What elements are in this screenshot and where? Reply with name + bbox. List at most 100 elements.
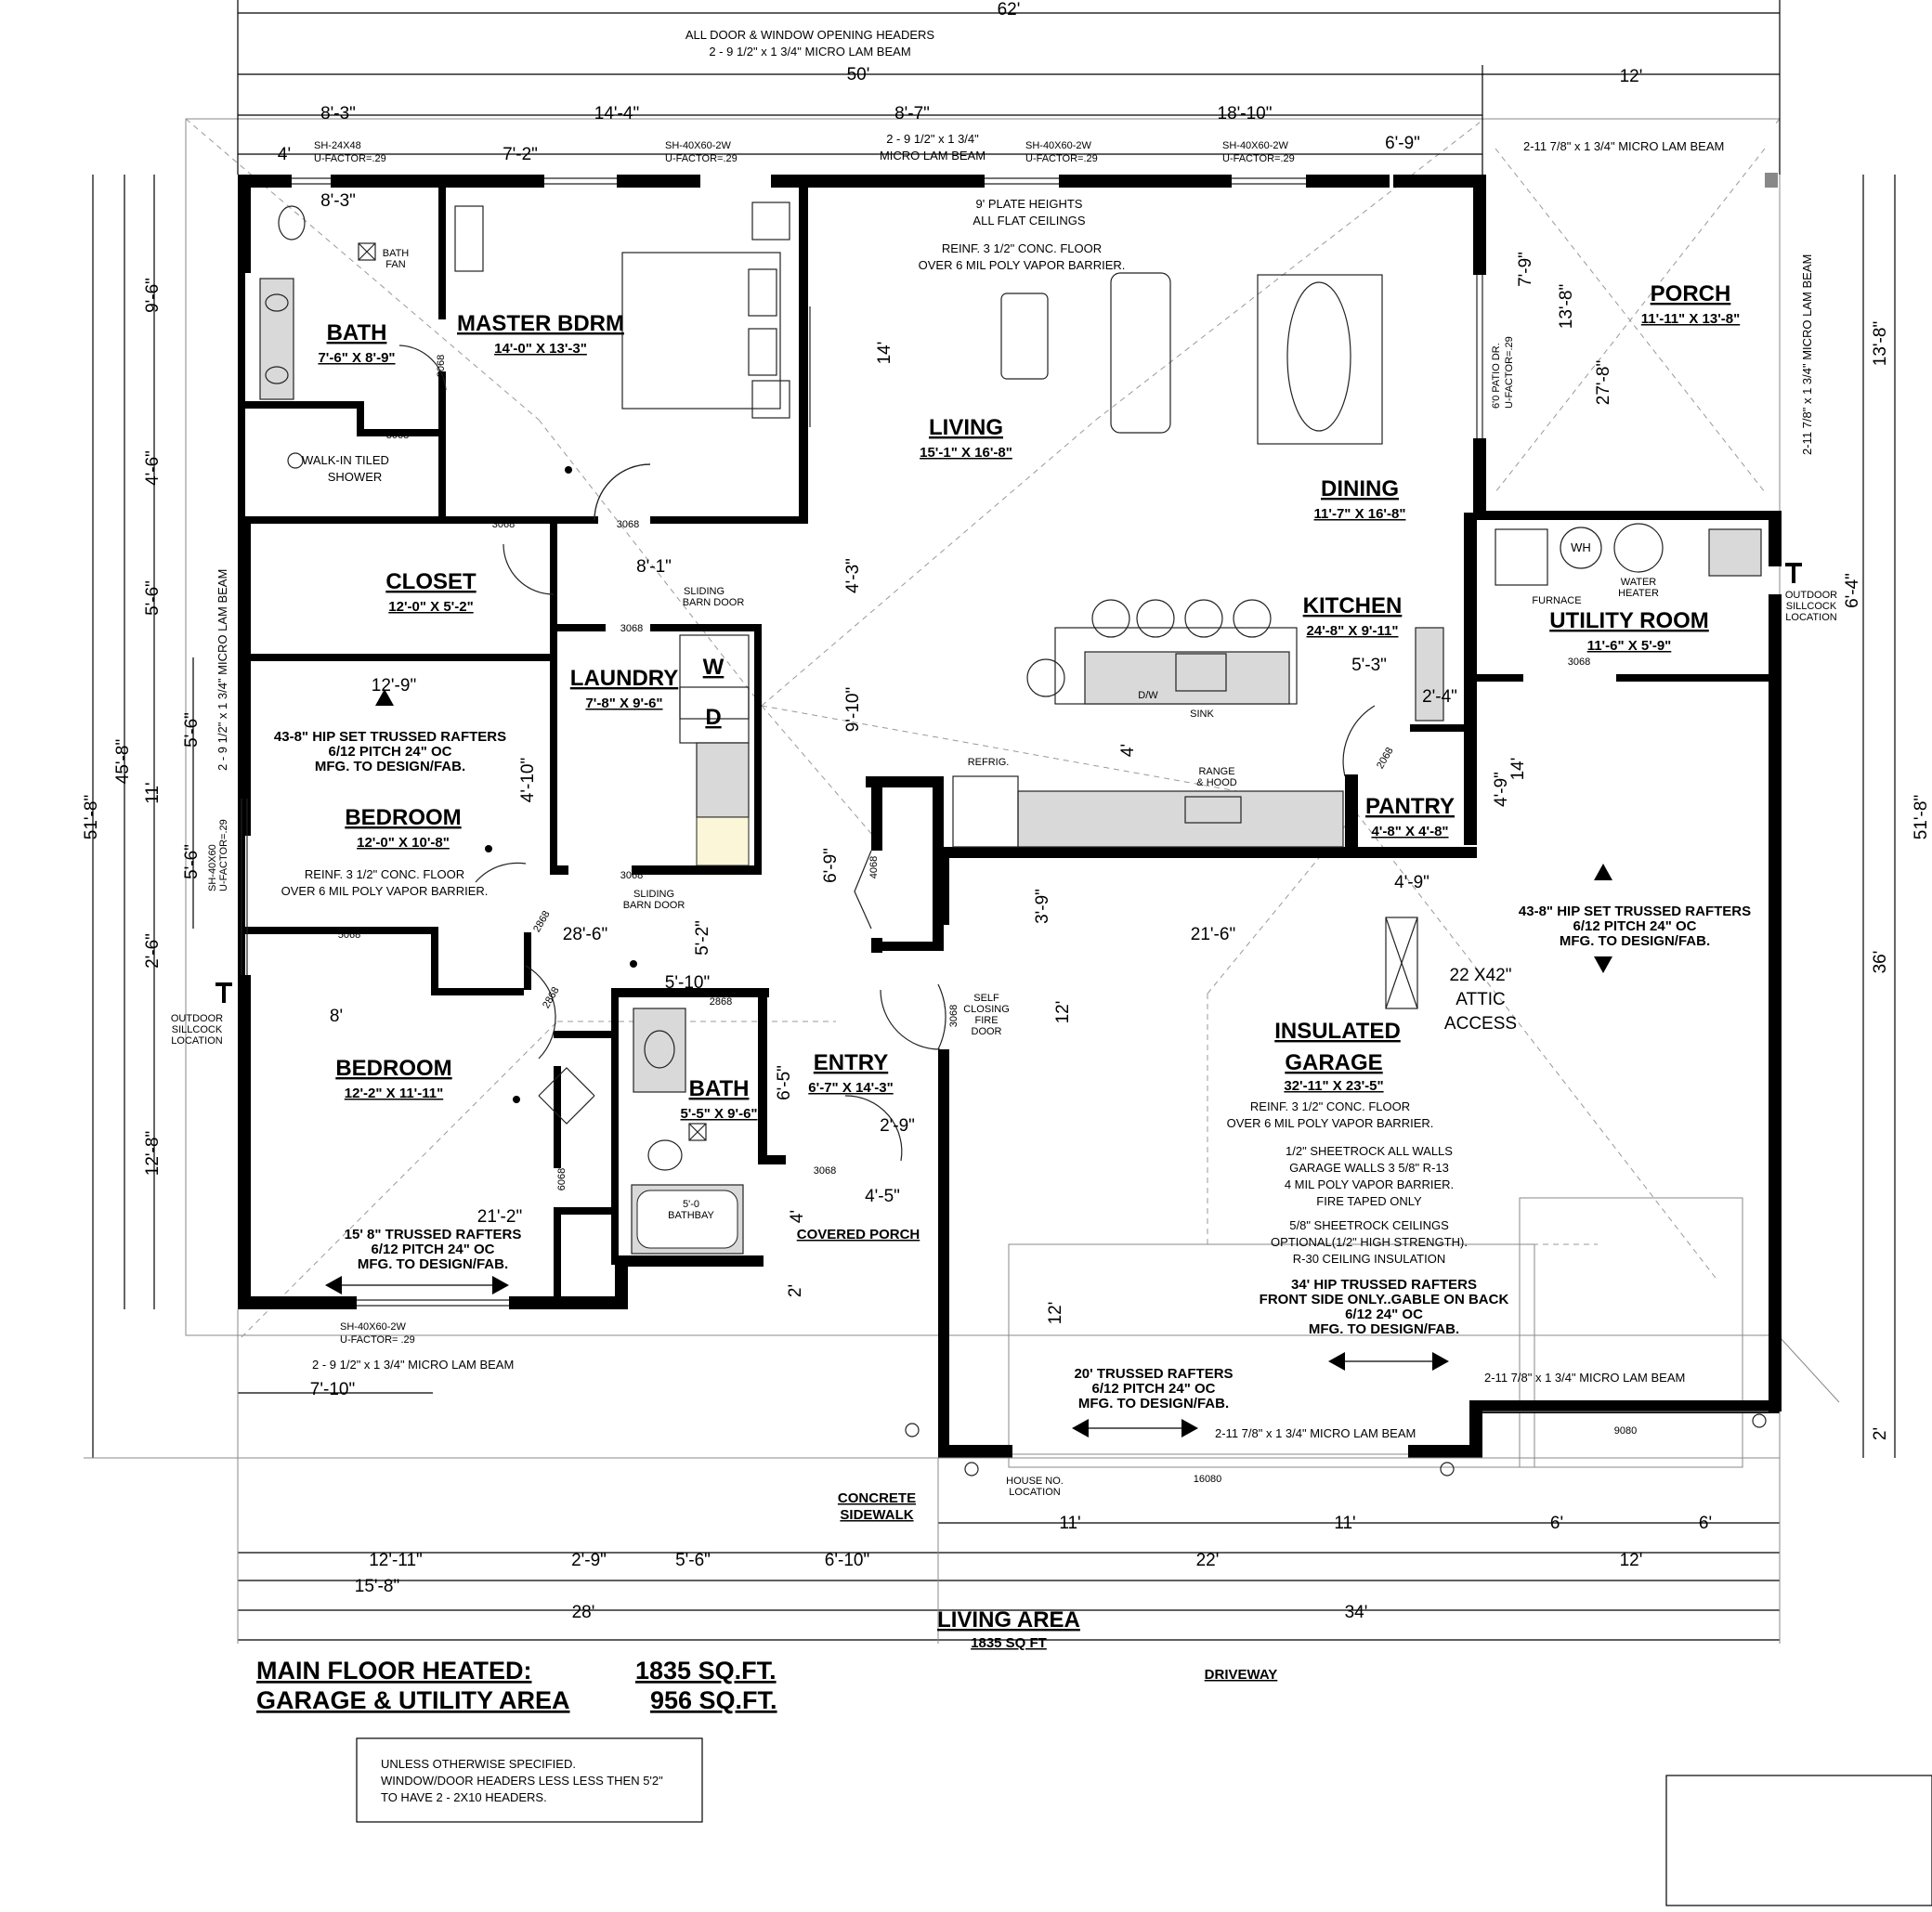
dim-left: 2'-6"	[143, 933, 163, 969]
dim-house-width: 50'	[847, 65, 870, 85]
note-hip-right: 6/12 PITCH 24" OC	[1573, 918, 1697, 934]
note-attic: 22 X42"	[1450, 966, 1512, 985]
note-fire-door: FIRE	[974, 1015, 998, 1026]
patio-door-label: U-FACTOR=.29	[1504, 336, 1515, 409]
dim-interior: 8'-1"	[636, 557, 672, 577]
room-size: 7'-8" X 9'-6"	[585, 696, 662, 711]
note-bathbay: 5'-0	[683, 1199, 699, 1210]
dim-left: 4'-6"	[143, 450, 163, 486]
note-bathbay: BATHBAY	[668, 1210, 714, 1221]
door-code: 5068	[338, 930, 360, 941]
dim-right: 36'	[1871, 951, 1890, 974]
door-code: 3068	[814, 1165, 836, 1177]
left-beam-vertical: 2 - 9 1/2" x 1 3/4" MICRO LAM BEAM	[215, 569, 229, 771]
summary-heated-label: MAIN FLOOR HEATED:	[256, 1657, 531, 1684]
note-furnace: FURNACE	[1532, 595, 1581, 606]
dim-interior: 6'-5"	[775, 1065, 794, 1100]
dim-interior: 4'-9"	[1492, 772, 1511, 807]
dim-left: 5'-6"	[182, 844, 202, 879]
dim-top: 8'-3"	[320, 104, 356, 124]
beam-label: MICRO LAM BEAM	[880, 149, 986, 163]
note-sidewalk: SIDEWALK	[840, 1507, 913, 1523]
dim-bottom: 6'	[1550, 1514, 1563, 1533]
note-hip-34: FRONT SIDE ONLY..GABLE ON BACK	[1260, 1292, 1509, 1307]
window-label: SH-40X60-2W	[1222, 140, 1289, 151]
note-sillcock: LOCATION	[1785, 612, 1836, 623]
door-code: 3068	[1568, 657, 1590, 668]
room-entry: ENTRY	[814, 1050, 888, 1075]
header-note-1: ALL DOOR & WINDOW OPENING HEADERS	[685, 28, 935, 42]
dim-interior: 2'	[786, 1284, 805, 1297]
note-unless: WINDOW/DOOR HEADERS LESS LESS THEN 5'2"	[381, 1774, 663, 1788]
dim-top: 18'-10"	[1218, 104, 1273, 124]
room-size: 15'-1" X 16'-8"	[920, 445, 1012, 461]
dim-interior: 21'-6"	[1191, 925, 1235, 944]
note-sillcock: OUTDOOR	[171, 1013, 223, 1024]
room-size: 32'-11" X 23'-5"	[1284, 1078, 1383, 1094]
note-sliding-door: BARN DOOR	[683, 597, 745, 608]
room-size: 7'-6" X 8'-9"	[318, 350, 395, 366]
door-code: 16080	[1194, 1474, 1222, 1485]
dimension-lines	[84, 0, 1896, 1644]
note-unless: TO HAVE 2 - 2X10 HEADERS.	[381, 1790, 547, 1804]
labels: 62' ALL DOOR & WINDOW OPENING HEADERS 2 …	[82, 0, 1931, 1714]
note-shower: SHOWER	[328, 470, 383, 484]
dim-interior: 9'-10"	[843, 687, 863, 732]
note-sidewalk: CONCRETE	[838, 1490, 916, 1506]
note-sheetrock: GARAGE WALLS 3 5/8" R-13	[1289, 1161, 1449, 1175]
dim-bottom: 6'	[1699, 1514, 1712, 1533]
notes-box: UNLESS OTHERWISE SPECIFIED. WINDOW/DOOR …	[356, 1737, 703, 1823]
room-size: 24'-8" X 9'-11"	[1307, 623, 1399, 639]
room-closet: CLOSET	[385, 569, 476, 594]
door-code: 6068	[556, 1168, 568, 1190]
dim-bottom: 12'	[1620, 1551, 1643, 1570]
note-sillcock: SILLCOCK	[172, 1024, 223, 1035]
summary-garage-label: GARAGE & UTILITY AREA	[256, 1686, 570, 1714]
dim-interior: 21'-2"	[477, 1207, 522, 1227]
note-hip-right: MFG. TO DESIGN/FAB.	[1560, 933, 1710, 949]
dim-bottom: 34'	[1345, 1603, 1368, 1622]
note-sliding-door: SLIDING	[684, 586, 724, 597]
room-garage: GARAGE	[1285, 1050, 1382, 1075]
dim-interior: 2'-4"	[1422, 687, 1457, 707]
dim-interior: 8'	[330, 1007, 343, 1026]
dim-left: 5'-6"	[143, 580, 163, 616]
note-hip-34: 6/12 24" OC	[1345, 1307, 1423, 1322]
bottom-window-label: U-FACTOR= .29	[340, 1334, 415, 1346]
door-code: 3068	[620, 870, 643, 881]
summary-garage-value: 956 SQ.FT.	[650, 1686, 777, 1714]
note-attic: ACCESS	[1444, 1014, 1517, 1034]
door-code: 9080	[1614, 1425, 1637, 1437]
dim-interior: 5'-3"	[1351, 656, 1387, 675]
dim-bottom: 22'	[1196, 1551, 1220, 1570]
dim-top: 8'-7"	[894, 104, 930, 124]
note-sliding-door: SLIDING	[633, 889, 674, 900]
door-code: 3068	[620, 623, 643, 634]
room-size: 14'-0" X 13'-3"	[494, 341, 587, 357]
dim-interior: 14'	[875, 342, 894, 365]
dim-interior: 7'-9"	[1516, 252, 1535, 287]
room-size: 4'-8" X 4'-8"	[1371, 824, 1448, 839]
note-hip-left: MFG. TO DESIGN/FAB.	[315, 759, 465, 774]
note-fire-door: DOOR	[972, 1026, 1002, 1037]
dim-interior: 5'-10"	[665, 973, 710, 993]
dim-interior: 4'	[1118, 744, 1138, 757]
dim-bottom: 11'	[1059, 1514, 1080, 1533]
window-label: U-FACTOR=.29	[1025, 153, 1098, 164]
note-sillcock: LOCATION	[171, 1035, 222, 1047]
note-floor: REINF. 3 1/2" CONC. FLOOR	[942, 241, 1102, 255]
dim-bottom: 11'	[1334, 1514, 1355, 1533]
dim-top: 14'-4"	[594, 104, 639, 124]
dim-top: 7'-2"	[503, 145, 538, 164]
dim-bottom: 6'-10"	[825, 1551, 869, 1570]
left-window-label: U-FACTOR=.29	[218, 819, 229, 891]
note-range: & HOOD	[1196, 777, 1236, 788]
dryer-label: D	[705, 705, 721, 730]
dim-right: 13'-8"	[1871, 321, 1890, 366]
left-window-label: SH-40X60	[207, 844, 218, 891]
note-house-no: LOCATION	[1009, 1487, 1060, 1498]
living-area-sqft: 1835 SQ FT	[971, 1635, 1047, 1651]
note-garage-floor: OVER 6 MIL POLY VAPOR BARRIER.	[1227, 1116, 1434, 1130]
dim-interior: 4'-5"	[865, 1187, 900, 1206]
note-floor: OVER 6 MIL POLY VAPOR BARRIER.	[919, 258, 1126, 272]
